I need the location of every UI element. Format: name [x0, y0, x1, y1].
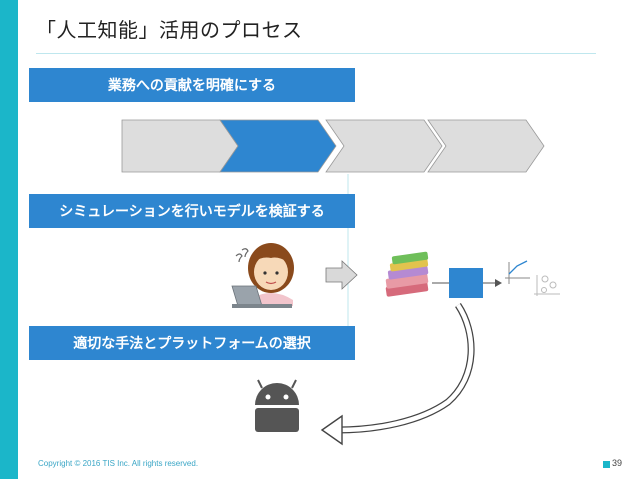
chevron-step-2: [219, 119, 337, 173]
chevron-step-3: [325, 119, 443, 173]
right-arrow-icon: [325, 260, 358, 290]
robot-icon: [255, 379, 299, 432]
footer-copyright: Copyright © 2016 TIS Inc. All rights res…: [38, 459, 199, 468]
chevron-step-1: [121, 119, 239, 173]
page-number-marker: [603, 461, 610, 468]
left-accent-bar: [0, 0, 18, 479]
chevron-step-4: [427, 119, 545, 173]
page-title: 「人工知能」活用のプロセス: [36, 18, 303, 42]
process-chevrons: [121, 119, 545, 173]
step-box-method-selection-label: 適切な手法とプラットフォームの選択: [73, 336, 311, 352]
woman-with-laptop-icon: [231, 243, 294, 308]
books-icon: [385, 251, 429, 297]
step-box-simulation: シミュレーションを行いモデルを検証する: [29, 194, 355, 228]
step-box-contribution: 業務への貢献を明確にする: [29, 68, 355, 102]
step-box-method-selection: 適切な手法とプラットフォームの選択: [29, 326, 355, 360]
title-divider: [36, 53, 596, 54]
page-number: 39: [612, 458, 623, 468]
step-box-simulation-label: シミュレーションを行いモデルを検証する: [59, 204, 325, 220]
scatter-chart-icon: [505, 260, 560, 296]
step-box-contribution-label: 業務への貢献を明確にする: [107, 78, 277, 94]
curved-return-arrow-icon: [320, 303, 475, 446]
model-box-icon: [449, 268, 483, 298]
